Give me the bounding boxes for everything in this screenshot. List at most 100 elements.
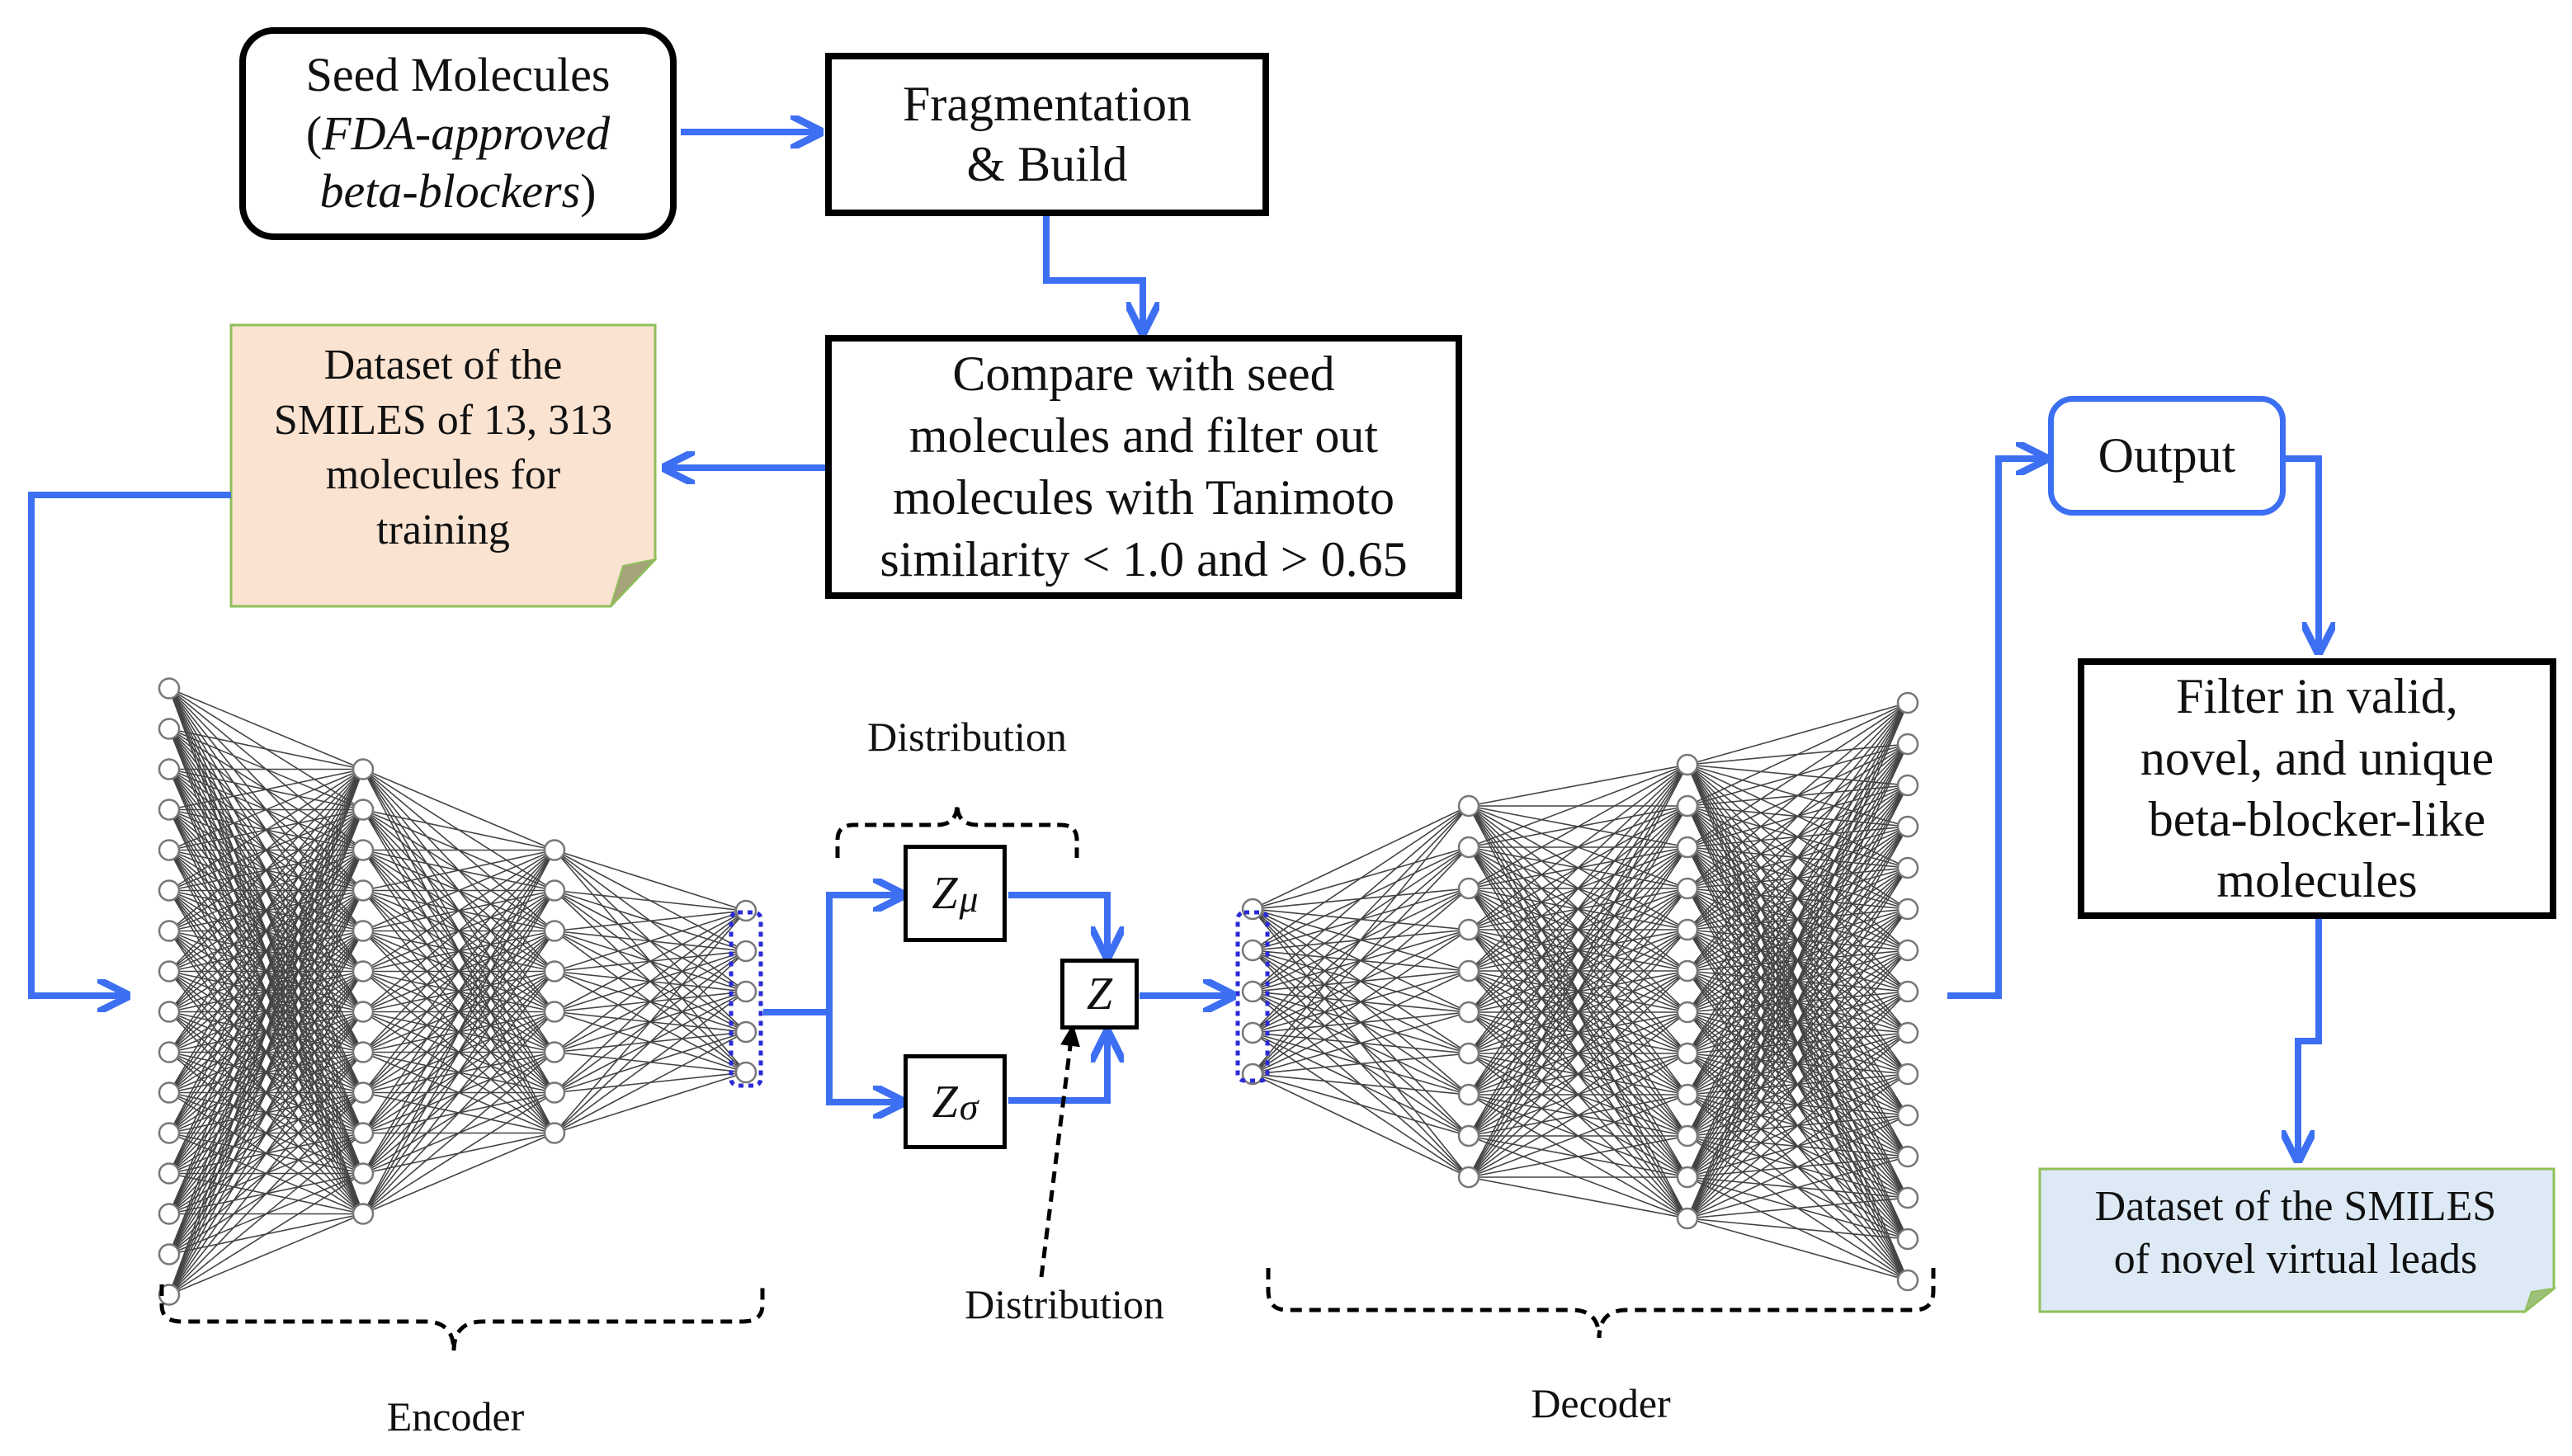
encoder-node-layer-4 (734, 1020, 757, 1044)
seed-line2: (FDA-approved (306, 105, 610, 163)
encoder-edge (362, 890, 555, 1214)
decoder-label: Decoder (1531, 1380, 1671, 1426)
decoder-node-layer-1 (1241, 939, 1264, 962)
decoder-node-layer-4 (1896, 815, 1919, 838)
decoder-node-layer-4 (1896, 1186, 1919, 1209)
decoder-node-layer-2 (1457, 1124, 1480, 1147)
decoder-edge (1687, 867, 1909, 1219)
decoder-edge (1468, 1176, 1688, 1219)
decoder-node-layer-3 (1676, 959, 1699, 982)
encoder-edge (362, 849, 555, 973)
encoder-brace (159, 1284, 765, 1352)
encoder-edge (362, 850, 555, 1174)
filter-line1: Filter in valid, (2176, 669, 2458, 724)
arrow-split-to-zsigma (826, 1012, 899, 1102)
decoder-node-layer-2 (1457, 1166, 1480, 1189)
decoder-node-layer-2 (1457, 877, 1480, 900)
decoder-edge (1687, 702, 1909, 1219)
decoder-node-layer-2 (1457, 918, 1480, 941)
encoder-edge (168, 769, 364, 1053)
encoder-node-layer-1 (158, 1001, 181, 1023)
seed-paren-close: ) (580, 164, 597, 219)
encoder-edge (168, 769, 364, 1214)
decoder-node-layer-3 (1676, 753, 1699, 776)
decoder-node-layer-3 (1676, 1042, 1699, 1065)
compare-line1: Compare with seed (952, 346, 1335, 401)
encoder-node-layer-1 (158, 799, 181, 821)
decoder-edge (1468, 805, 1688, 1178)
decoder-node-layer-3 (1676, 877, 1699, 900)
arrow-filter-to-novel (2298, 917, 2322, 1157)
decoder-edge (1468, 764, 1688, 931)
encoder-edge (362, 808, 555, 851)
decoder-edge (1687, 991, 1909, 1219)
decoder-node-layer-4 (1896, 1063, 1919, 1086)
decoder-node-layer-4 (1896, 691, 1919, 714)
decoder-edge (1252, 929, 1470, 1075)
decoder-node-layer-4 (1896, 856, 1919, 879)
decoder-edge (1468, 764, 1688, 1013)
novel-note-fold (2522, 1287, 2557, 1314)
encoder-node-layer-2 (352, 758, 375, 780)
decoder-edge (1252, 1053, 1470, 1075)
encoder-edge (554, 1072, 747, 1134)
decoder-node-layer-1 (1241, 1063, 1264, 1086)
decoder-edge (1252, 805, 1470, 992)
decoder-edge (1252, 805, 1470, 910)
encoder-node-layer-1 (158, 677, 181, 700)
z-symbol: Z (1086, 968, 1113, 1020)
decoder-edge (1468, 1094, 1688, 1178)
decoder-node-layer-2 (1457, 794, 1480, 818)
encoder-node-layer-3 (543, 1081, 566, 1104)
decoder-edge (1468, 970, 1688, 1178)
seed-italic-line2: beta-blockers (319, 164, 581, 219)
encoder-edge (554, 1031, 747, 1134)
fragmentation-box: Fragmentation & Build (825, 53, 1269, 216)
decoder-edge (1687, 743, 1909, 1219)
decoder-edge (1687, 1218, 1909, 1281)
decoder-edge (1252, 846, 1470, 1075)
decoder-node-layer-4 (1896, 774, 1919, 797)
filter-line4: molecules (2216, 853, 2418, 908)
training-note-fold (610, 558, 658, 607)
decoder-edge (1687, 1032, 1909, 1219)
encoder-node-layer-1 (158, 1041, 181, 1063)
decoder-node-layer-3 (1676, 1083, 1699, 1106)
distribution-bottom-label: Distribution (965, 1281, 1164, 1327)
seed-paren-open: ( (305, 106, 323, 160)
encoder-node-layer-2 (352, 920, 375, 942)
encoder-edge (168, 768, 364, 892)
decoder-edge (1687, 702, 1909, 766)
encoder-edge (362, 850, 555, 1214)
decoder-edge (1687, 702, 1909, 1096)
encoder-node-layer-2 (352, 1203, 375, 1225)
decoder-edge (1468, 764, 1688, 848)
decoder-edge (1468, 1053, 1688, 1178)
decoder-node-layer-2 (1457, 836, 1480, 859)
novel-dataset-text: Dataset of the SMILES of novel virtual l… (2040, 1171, 2551, 1295)
encoder-edge (362, 768, 555, 851)
encoder-edge (554, 950, 747, 1134)
decoder-latent-dotted-box (1235, 910, 1270, 1083)
encoder-edge (168, 809, 364, 1295)
decoder-edge (1468, 846, 1688, 1178)
encoder-node-layer-1 (158, 1162, 181, 1185)
decoder-network (1241, 691, 1919, 1292)
encoder-node-layer-1 (158, 1081, 181, 1104)
encoder-node-layer-1 (158, 1243, 181, 1265)
decoder-edge (1468, 929, 1688, 1178)
novel-line2: of novel virtual leads (2113, 1236, 2478, 1283)
encoder-node-layer-2 (352, 879, 375, 902)
encoder-node-layer-1 (158, 1122, 181, 1144)
decoder-edge (1468, 1011, 1688, 1178)
arrow-fragment-to-compare (1043, 214, 1143, 328)
z-sigma-symbol: Z (932, 1076, 958, 1128)
encoder-node-layer-3 (543, 920, 566, 942)
encoder-node-layer-3 (543, 1122, 566, 1144)
encoder-edge (554, 910, 747, 1094)
encoder-edge (168, 890, 364, 1295)
training-line4: training (376, 506, 510, 554)
